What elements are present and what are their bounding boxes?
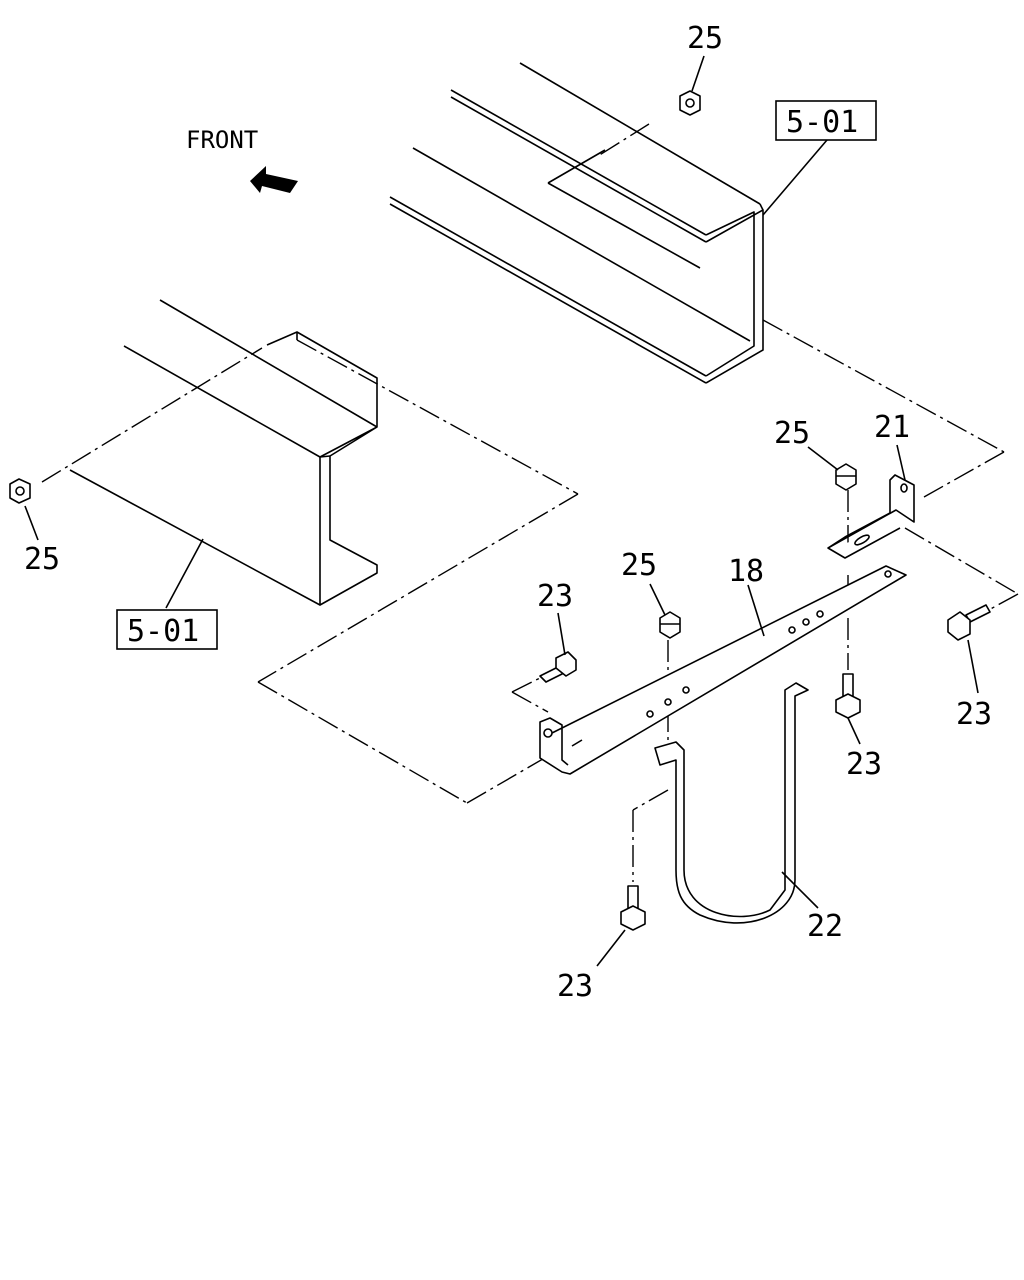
- callout-nut-left: 25: [24, 542, 60, 577]
- leader-lines: [24, 55, 979, 967]
- nut-center: [659, 611, 681, 639]
- callout-nut-center: 25: [621, 548, 657, 583]
- frame-rail-right: [389, 62, 764, 384]
- bolt-center-right: [835, 673, 861, 719]
- bolt-far-right: [947, 604, 991, 641]
- nut-top: [679, 90, 701, 116]
- callout-frame-ref-top: 5-01: [786, 105, 858, 140]
- frame-ref-box-top: [775, 100, 877, 141]
- u-strap: [654, 682, 809, 924]
- nut-left: [9, 478, 31, 504]
- callout-bolt-far-right: 23: [956, 697, 992, 732]
- callout-bolt-bottom: 23: [557, 969, 593, 1004]
- front-label: FRONT: [186, 126, 258, 154]
- callout-bolt-left: 23: [537, 579, 573, 614]
- frame-rail-left: [69, 299, 378, 606]
- frame-ref-box-left: [116, 609, 218, 650]
- callout-bracket-right: 21: [874, 410, 910, 445]
- callout-nut-top: 25: [687, 21, 723, 56]
- callout-cross-member: 18: [728, 554, 764, 589]
- callout-frame-ref-left: 5-01: [127, 614, 199, 649]
- callout-bolt-center-right: 23: [846, 747, 882, 782]
- bolt-bottom: [620, 885, 646, 931]
- front-arrow-icon: [250, 166, 298, 193]
- right-bracket: [827, 474, 915, 559]
- callout-strap: 22: [807, 909, 843, 944]
- nut-bracket-right: [835, 463, 857, 491]
- bolt-left: [539, 651, 577, 683]
- callout-nut-bracket-right: 25: [774, 416, 810, 451]
- cross-member: [539, 565, 907, 775]
